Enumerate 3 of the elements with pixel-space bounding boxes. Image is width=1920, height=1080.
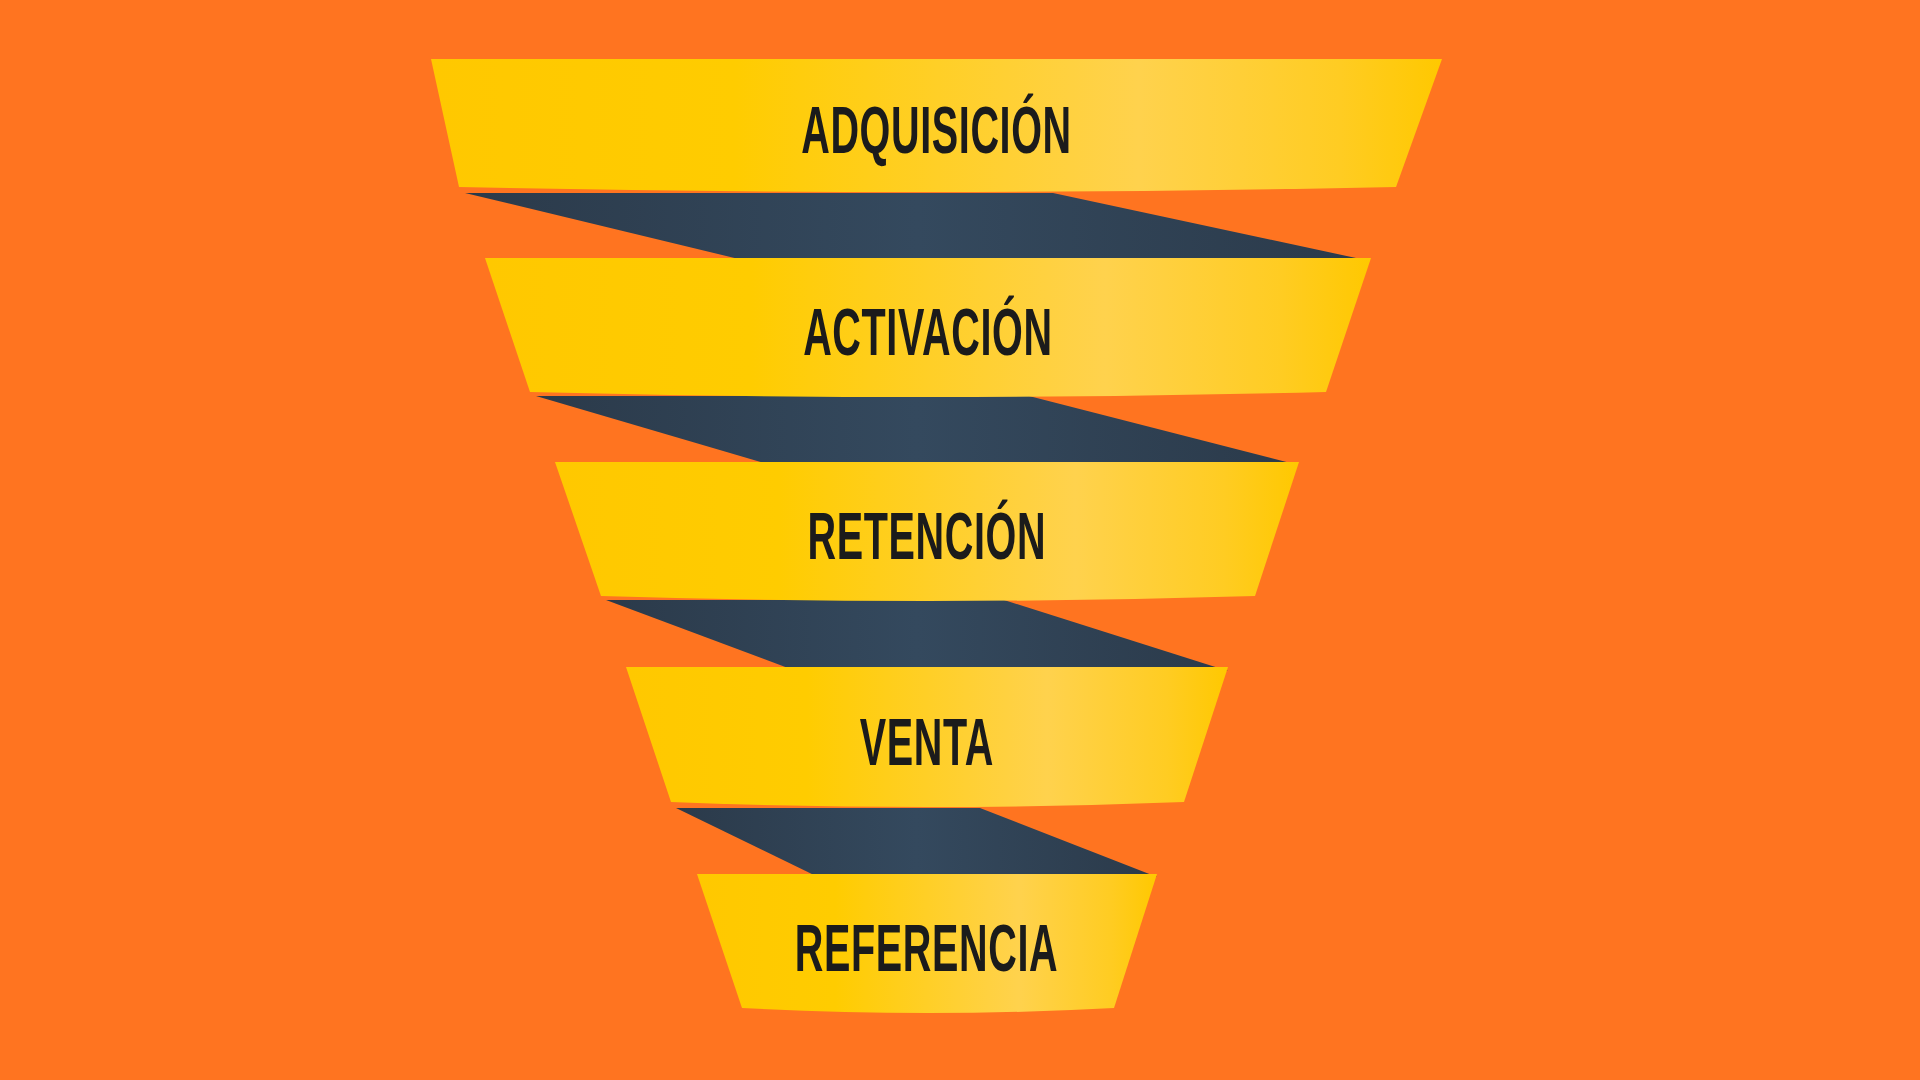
funnel-band [697, 874, 1157, 1014]
stage-label: VENTA [859, 708, 995, 775]
stage-label: REFERENCIA [795, 915, 1059, 981]
